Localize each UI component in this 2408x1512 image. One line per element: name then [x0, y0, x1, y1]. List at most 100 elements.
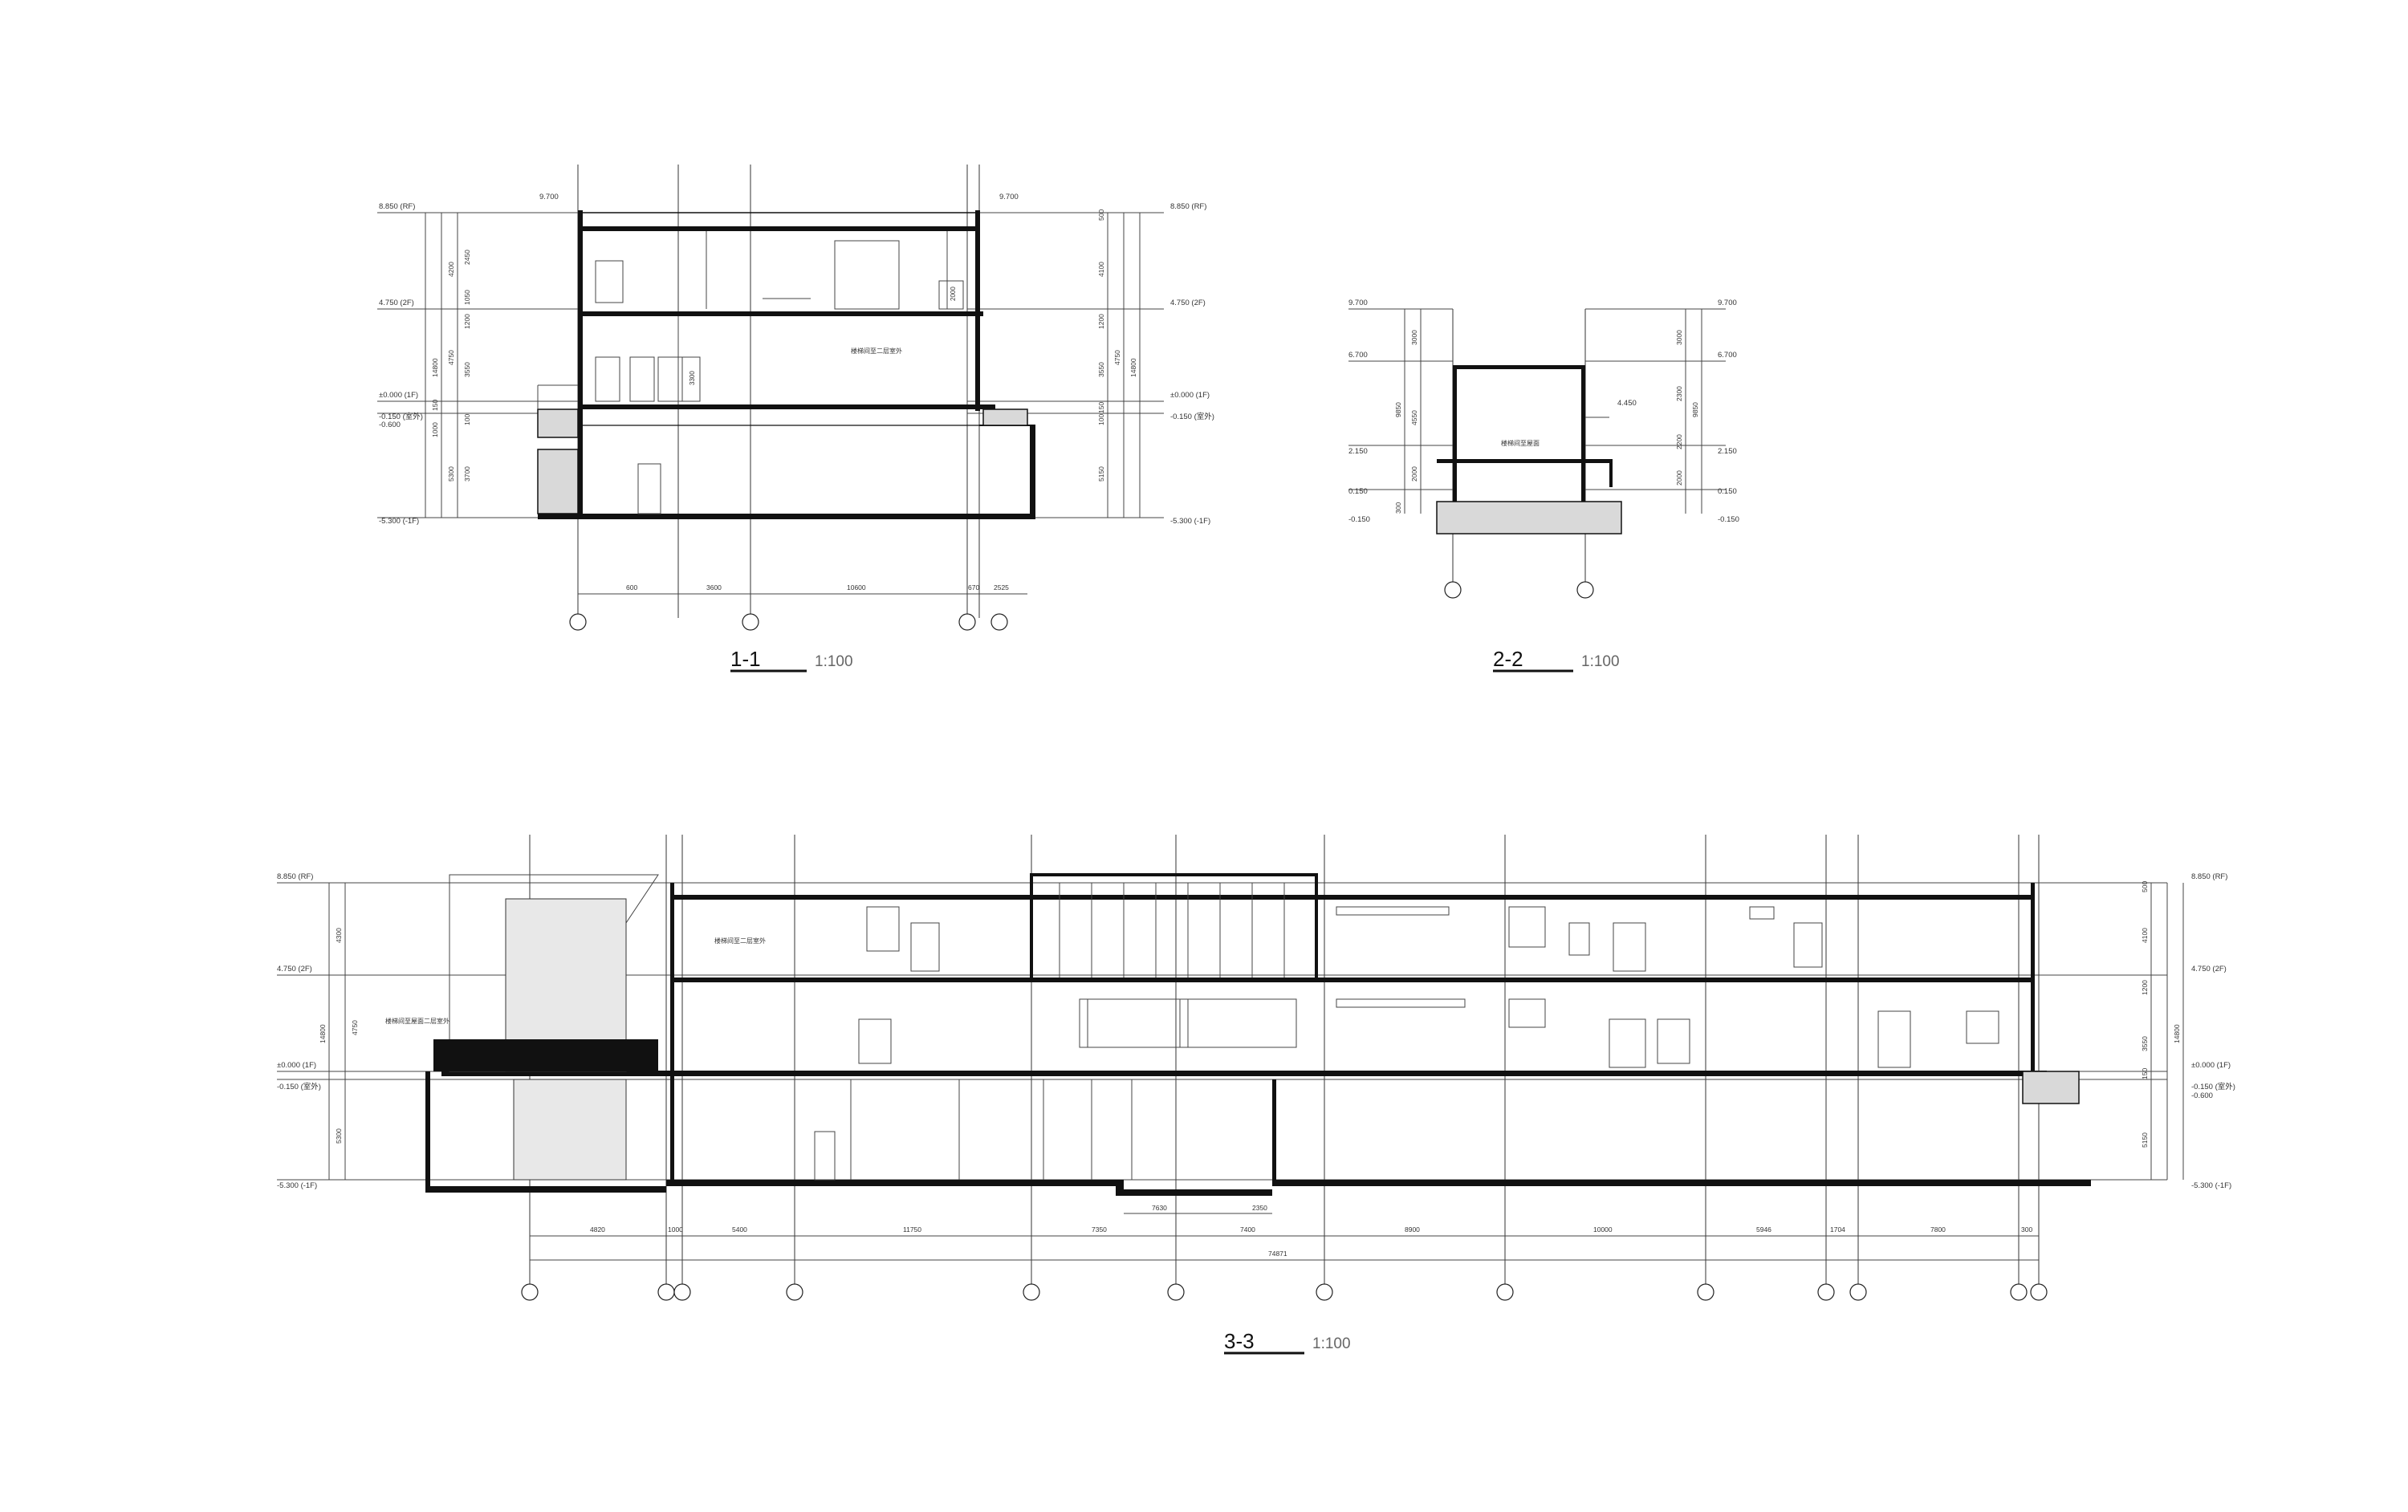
dim-label: 14800	[2173, 1024, 2181, 1043]
level-label: 6.700	[1348, 351, 1368, 360]
dim-label: 1704	[1830, 1225, 1845, 1234]
dim-label: 3000	[1675, 330, 1683, 345]
level-label: -0.150	[1718, 515, 1739, 524]
dim-label: 1000	[431, 422, 439, 437]
section-3-3: 8.850 (RF) 4.750 (2F) ±0.000 (1F) -0.150…	[277, 835, 2235, 1355]
dim-label: 2000	[950, 287, 957, 301]
dim-label: 3300	[689, 371, 696, 385]
axis-bubble	[1316, 1283, 1333, 1301]
axis-bubble	[1496, 1283, 1514, 1301]
section-scale: 1:100	[1312, 1335, 1351, 1352]
dim-label: 5946	[1756, 1225, 1771, 1234]
level-label: ±0.000 (1F)	[379, 391, 418, 400]
axis-bubble	[1849, 1283, 1867, 1301]
level-label: 0.150	[1718, 487, 1737, 496]
dim-label: 9850	[1691, 402, 1699, 417]
axis-bubble	[1167, 1283, 1185, 1301]
dim-label: 74871	[1268, 1250, 1287, 1258]
dim-label: 11750	[903, 1225, 921, 1234]
dim-label: 4750	[351, 1020, 359, 1035]
room-note: 楼梯间至二层室外	[714, 937, 766, 945]
dim-label: 3000	[1410, 330, 1418, 345]
dim-label: 150	[1097, 402, 1105, 413]
dim-label: 10600	[847, 583, 866, 591]
axis-bubble	[657, 1283, 675, 1301]
level-label: 2.150	[1348, 447, 1368, 456]
dim-label: 5300	[335, 1128, 343, 1144]
dim-label: 5150	[1097, 466, 1105, 482]
dim-label: 4550	[1410, 410, 1418, 425]
level-label: -0.150	[1348, 515, 1370, 524]
dim-label: 9850	[1394, 402, 1402, 417]
room-note: 楼梯间至屋面	[1501, 439, 1540, 447]
level-label: 8.850 (RF)	[2191, 872, 2227, 881]
dim-label: 14800	[319, 1024, 327, 1043]
level-label: -0.150 (室外)	[2191, 1082, 2235, 1091]
dim-label: 5150	[2141, 1132, 2149, 1148]
axis-bubble	[2030, 1283, 2048, 1301]
level-label: 6.700	[1718, 351, 1737, 360]
dim-label: 14800	[431, 358, 439, 377]
level-label: 9.700	[539, 193, 559, 201]
dim-label: 2300	[1675, 386, 1683, 401]
dim-label: 100	[1097, 414, 1105, 425]
level-label: 4.750 (2F)	[379, 299, 414, 307]
dim-label: 1000	[668, 1225, 683, 1234]
level-label: 4.750 (2F)	[1170, 299, 1206, 307]
dim-label: 4750	[447, 350, 455, 365]
dim-label: 4200	[447, 262, 455, 277]
level-label: -0.150 (室外)	[1170, 412, 1214, 421]
dim-label: 1200	[2141, 980, 2149, 995]
dim-label: 150	[2141, 1068, 2149, 1079]
dim-label: 14800	[1129, 358, 1137, 377]
axis-bubble	[958, 613, 976, 631]
level-label: ±0.000 (1F)	[277, 1061, 316, 1070]
dim-label: 2525	[994, 583, 1009, 591]
dim-label: 4100	[1097, 262, 1105, 277]
level-label: 0.150	[1348, 487, 1368, 496]
dim-label: 1200	[1097, 314, 1105, 329]
dim-label: 3550	[1097, 362, 1105, 377]
level-label: 4.750 (2F)	[2191, 965, 2227, 973]
dim-label: 5300	[447, 466, 455, 482]
dim-label: 7400	[1240, 1225, 1255, 1234]
dim-label: 7350	[1092, 1225, 1107, 1234]
level-label: -5.300 (-1F)	[1170, 517, 1210, 526]
dim-label: 300	[2021, 1225, 2032, 1234]
dim-label: 4820	[590, 1225, 605, 1234]
level-label: 8.850 (RF)	[277, 872, 313, 881]
section-scale: 1:100	[1581, 653, 1620, 670]
level-label: -0.150 (室外)	[277, 1082, 321, 1091]
level-label: ±0.000 (1F)	[2191, 1061, 2231, 1070]
level-label: 9.700	[999, 193, 1019, 201]
dim-label: 8900	[1405, 1225, 1420, 1234]
dim-label: 7800	[1930, 1225, 1946, 1234]
dim-label: 3550	[2141, 1036, 2149, 1051]
section-1-1: 8.850 (RF) 4.750 (2F) ±0.000 (1F) -0.150…	[377, 165, 1214, 673]
axis-bubble	[1023, 1283, 1040, 1301]
level-label: 2.150	[1718, 447, 1737, 456]
axis-bubble	[673, 1283, 691, 1301]
axis-bubble	[1576, 581, 1594, 599]
level-label: ±0.000 (1F)	[1170, 391, 1210, 400]
axis-bubble	[1817, 1283, 1835, 1301]
dim-label: 4300	[335, 928, 343, 943]
level-label: 4.750 (2F)	[277, 965, 312, 973]
dim-label: 2000	[1675, 470, 1683, 486]
section-2-2: 9.700 6.700 2.150 0.150 -0.150 9.700 6.7…	[1348, 299, 1739, 673]
dim-label: 4100	[2141, 928, 2149, 943]
dim-label: 2450	[463, 250, 471, 265]
section-title: 2-2	[1493, 647, 1523, 671]
level-label: -0.600	[2191, 1091, 2213, 1100]
axis-bubble	[786, 1283, 803, 1301]
dim-label: 7630	[1152, 1204, 1167, 1212]
dim-label: 670	[968, 583, 979, 591]
axis-bubble	[1444, 581, 1462, 599]
axis-bubble	[569, 613, 587, 631]
dim-label: 10000	[1593, 1225, 1613, 1234]
dim-label: 600	[626, 583, 637, 591]
dim-label: 4750	[1113, 350, 1121, 365]
dim-label: 2200	[1675, 434, 1683, 449]
level-label: -5.300 (-1F)	[277, 1181, 317, 1190]
room-note: 楼梯间至二层室外	[851, 347, 902, 355]
